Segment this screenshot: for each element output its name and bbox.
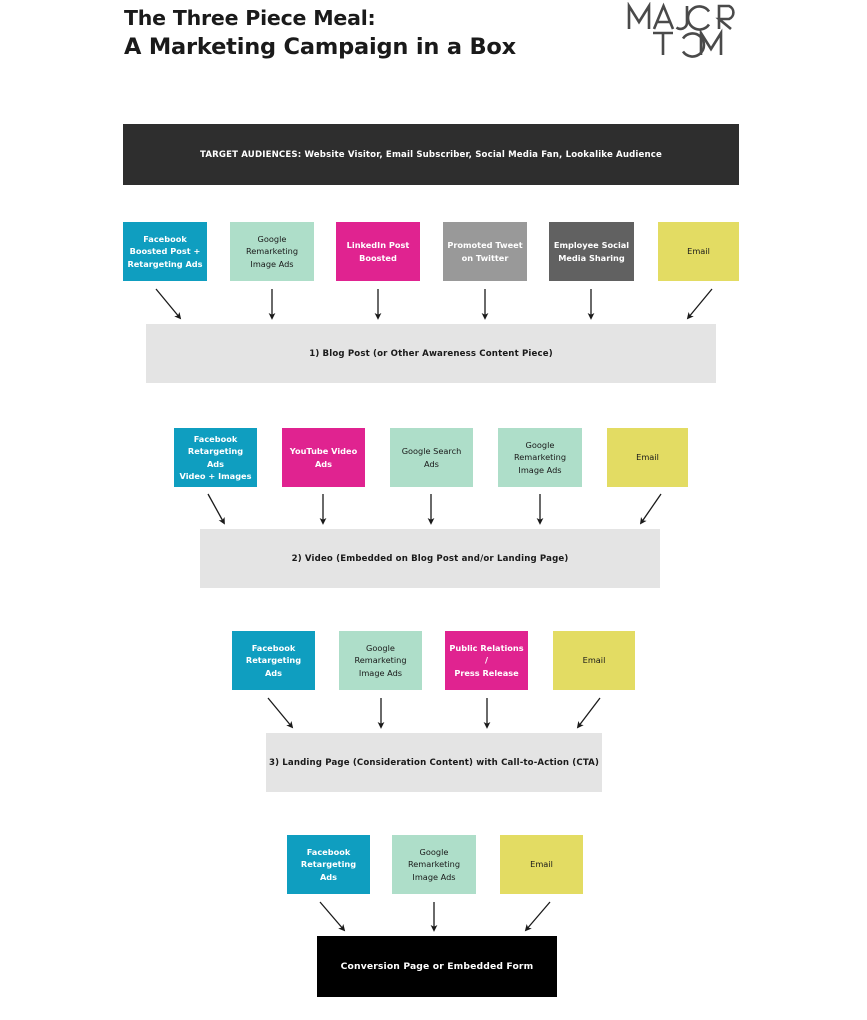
channel-box: Public Relations / Press Release — [445, 631, 528, 690]
channel-label: Facebook Retargeting Ads — [245, 643, 302, 678]
target-audiences-banner: TARGET AUDIENCES: Website Visitor, Email… — [123, 124, 739, 185]
page-title: The Three Piece Meal: A Marketing Campai… — [124, 4, 604, 62]
channel-label: LinkedIn Post Boosted — [346, 240, 410, 263]
channel-label: Google Remarketing Image Ads — [513, 440, 567, 475]
channel-label: Email — [687, 246, 710, 257]
channel-box: Facebook Retargeting Ads — [287, 835, 370, 894]
channel-label: Public Relations / Press Release — [449, 643, 524, 678]
channel-box: YouTube Video Ads — [282, 428, 365, 487]
channel-label: Employee Social Media Sharing — [553, 240, 630, 263]
flow-arrow-diagonal-left — [639, 493, 662, 525]
channel-label: Google Remarketing Image Ads — [354, 643, 407, 678]
flow-arrow-diagonal-right — [319, 901, 346, 932]
target-audiences-label: TARGET AUDIENCES: Website Visitor, Email… — [199, 149, 662, 160]
flow-arrow-diagonal-left — [576, 697, 601, 729]
flow-arrow-diagonal-left — [524, 901, 551, 932]
stage-2-video: 2) Video (Embedded on Blog Post and/or L… — [200, 529, 660, 588]
channel-box: Google Remarketing Image Ads — [230, 222, 314, 281]
major-tom-logo — [625, 2, 745, 58]
channel-box: Email — [500, 835, 583, 894]
page-title-line-1: The Three Piece Meal: — [124, 6, 376, 30]
channel-label: Email — [530, 859, 553, 870]
channel-label: Promoted Tweet on Twitter — [447, 240, 523, 263]
channel-label: Facebook Boosted Post + Retargeting Ads — [127, 234, 203, 269]
channel-box: Promoted Tweet on Twitter — [443, 222, 527, 281]
channel-label: Email — [582, 655, 606, 666]
channel-box: Email — [553, 631, 635, 690]
channel-box: Facebook Retargeting Ads — [232, 631, 315, 690]
channel-box: Google Search Ads — [390, 428, 473, 487]
stage-label: 1) Blog Post (or Other Awareness Content… — [309, 348, 553, 359]
channel-box: LinkedIn Post Boosted — [336, 222, 420, 281]
stage-label: Conversion Page or Embedded Form — [340, 961, 534, 972]
channel-box: Email — [658, 222, 739, 281]
flow-arrow-diagonal-right — [267, 697, 294, 729]
channel-label: Facebook Retargeting Ads Video + Images — [179, 434, 252, 481]
channel-box: Facebook Retargeting Ads Video + Images — [174, 428, 257, 487]
channel-label: Facebook Retargeting Ads — [300, 847, 357, 882]
channel-box: Email — [607, 428, 688, 487]
channel-box: Employee Social Media Sharing — [549, 222, 634, 281]
channel-box: Facebook Boosted Post + Retargeting Ads — [123, 222, 207, 281]
stage-3-landing-page: 3) Landing Page (Consideration Content) … — [266, 733, 602, 792]
channel-label: Email — [636, 452, 659, 463]
channel-label: Google Search Ads — [401, 446, 462, 469]
flow-arrow-diagonal-right — [155, 288, 182, 320]
page-title-line-2: A Marketing Campaign in a Box — [124, 34, 516, 60]
stage-1-blog-post: 1) Blog Post (or Other Awareness Content… — [146, 324, 716, 383]
stage-4-conversion: Conversion Page or Embedded Form — [317, 936, 557, 997]
page-header: The Three Piece Meal: A Marketing Campai… — [0, 0, 867, 100]
channel-box: Google Remarketing Image Ads — [339, 631, 422, 690]
channel-box: Google Remarketing Image Ads — [392, 835, 476, 894]
channel-box: Google Remarketing Image Ads — [498, 428, 582, 487]
channel-label: Google Remarketing Image Ads — [245, 234, 299, 269]
flow-arrow-diagonal-right — [207, 493, 225, 525]
stage-label: 2) Video (Embedded on Blog Post and/or L… — [291, 553, 569, 564]
stage-label: 3) Landing Page (Consideration Content) … — [268, 757, 600, 768]
channel-label: Google Remarketing Image Ads — [407, 847, 461, 882]
flow-arrow-diagonal-left — [686, 288, 713, 320]
channel-label: YouTube Video Ads — [289, 446, 358, 469]
